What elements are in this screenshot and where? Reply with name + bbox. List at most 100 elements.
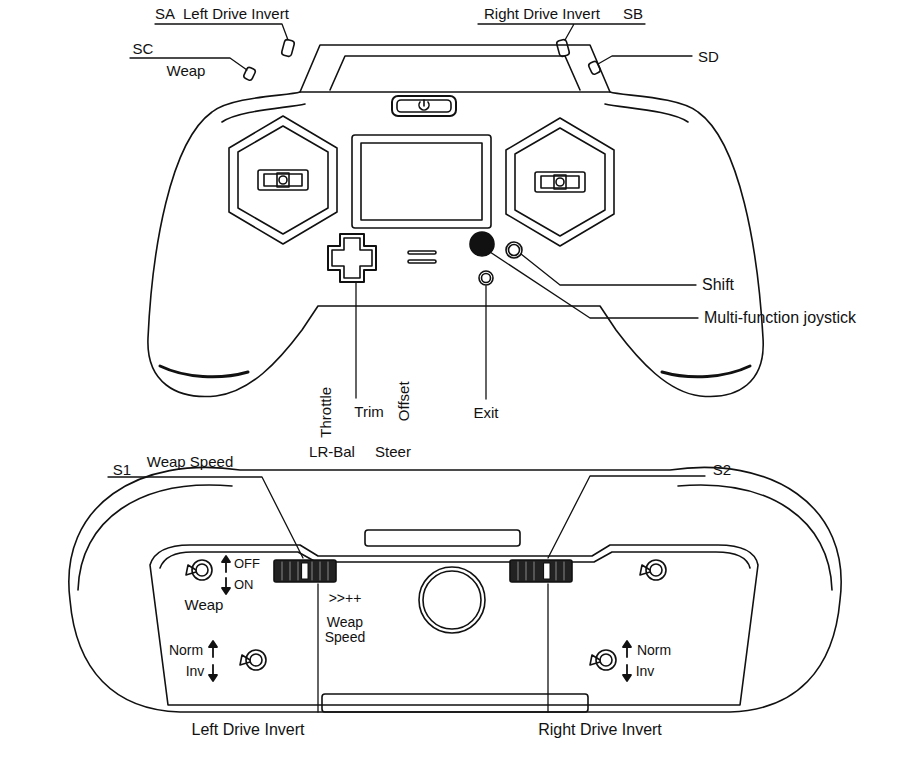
- buttons-part: [509, 245, 520, 256]
- direction-arrows-part: [209, 675, 217, 681]
- part-label: Multi-function joystick: [704, 309, 856, 327]
- buttons: [470, 232, 522, 285]
- scroll-wheels-part: [282, 562, 328, 580]
- controller-body-part: [222, 104, 305, 122]
- screen: [352, 135, 491, 228]
- part-label: S2: [713, 462, 731, 479]
- controller-back-part: [419, 567, 485, 633]
- part-label: Offset: [396, 381, 413, 421]
- screen-part: [361, 143, 482, 220]
- part-label: ON: [234, 578, 254, 592]
- direction-arrows: [209, 556, 631, 681]
- menu-lines-part: [408, 260, 436, 263]
- direction-arrows-part: [222, 556, 230, 562]
- leader-lines-part: [317, 584, 318, 712]
- toggle-switches-part: [600, 654, 612, 666]
- left-stick: [229, 116, 337, 244]
- controller-back-part: [678, 485, 832, 590]
- scroll-wheels-part: [510, 560, 572, 582]
- scroll-wheels-part: [302, 563, 308, 579]
- buttons-part: [479, 271, 493, 285]
- controller-back-part: [423, 571, 481, 629]
- part-label: >>++: [329, 591, 362, 606]
- left-stick-part: [279, 176, 287, 184]
- right-stick-part: [541, 176, 579, 188]
- controller-back: [69, 467, 841, 712]
- right-stick-part: [535, 172, 585, 192]
- leader-lines-part: [547, 584, 548, 712]
- right-stick: [506, 118, 614, 246]
- part-label: OFF: [234, 557, 260, 571]
- leader-lines-part: [521, 254, 696, 285]
- direction-arrows-part: [623, 641, 631, 647]
- part-label: Trim: [354, 404, 383, 421]
- controller-back-part: [69, 467, 841, 712]
- menu-lines: [408, 251, 436, 263]
- screen-part: [352, 135, 491, 228]
- toggle-switches-part: [186, 565, 196, 575]
- part-label: Weap: [167, 63, 206, 80]
- toggle-switches-part: [240, 655, 250, 665]
- right-stick-part: [556, 178, 564, 186]
- power-button-part: [392, 96, 456, 116]
- leader-lines-part: [485, 286, 486, 399]
- scroll-wheels-part: [544, 563, 550, 579]
- part-label: Inv: [186, 664, 205, 679]
- controller-back-part: [150, 545, 758, 705]
- leader-lines-part: [478, 24, 645, 40]
- d-pad-part: [328, 234, 376, 282]
- controller-body-part: [605, 104, 688, 122]
- shoulder-switches: [243, 39, 601, 81]
- toggle-switches-part: [250, 654, 262, 666]
- direction-arrows-part: [209, 641, 217, 647]
- controller-body-part: [160, 366, 248, 377]
- part-label: Weap Speed: [147, 454, 233, 471]
- controller-body-part: [662, 366, 750, 377]
- left-stick-part: [238, 126, 328, 234]
- part-label: Right Drive Invert: [484, 6, 600, 23]
- shoulder-switches-part: [281, 39, 295, 57]
- part-label: SA: [155, 6, 175, 23]
- part-label: Right Drive Invert: [538, 721, 662, 739]
- part-label: LR-Bal: [309, 444, 355, 461]
- left-stick-part: [258, 170, 308, 190]
- right-stick-part: [506, 118, 614, 246]
- scroll-wheels-part: [518, 562, 564, 580]
- leader-lines-part: [155, 24, 288, 40]
- scroll-wheels-part: [274, 560, 336, 582]
- buttons-part: [506, 242, 522, 258]
- part-label: S1: [113, 462, 131, 479]
- menu-lines-part: [408, 251, 436, 254]
- d-pad: [328, 234, 376, 282]
- part-label: Throttle: [318, 387, 335, 438]
- part-label: Left Drive Invert: [192, 721, 305, 739]
- leader-lines: [108, 24, 705, 712]
- power-button: [392, 96, 456, 116]
- controller-back-part: [322, 694, 588, 712]
- part-label: Left Drive Invert: [183, 6, 289, 23]
- part-label: SD: [698, 49, 719, 66]
- controller-body: [148, 45, 763, 397]
- left-stick-part: [229, 116, 337, 244]
- left-stick-part: [264, 174, 302, 186]
- part-label: Inv: [636, 664, 655, 679]
- part-label: Norm: [169, 643, 203, 658]
- part-label: Shift: [702, 276, 734, 294]
- buttons-part: [482, 274, 491, 283]
- direction-arrows-part: [222, 588, 230, 594]
- part-label: Exit: [473, 405, 498, 422]
- leader-lines-part: [355, 283, 356, 398]
- leader-lines-part: [490, 252, 698, 318]
- leader-lines-part: [598, 56, 692, 64]
- power-button-part: [397, 100, 451, 112]
- controller-body-part: [330, 56, 580, 90]
- d-pad-part: [332, 238, 372, 278]
- part-label: Weap Speed: [322, 615, 368, 646]
- right-stick-part: [515, 128, 605, 236]
- toggle-switches-part: [650, 564, 662, 576]
- part-label: Norm: [637, 643, 671, 658]
- controller-back-part: [78, 485, 232, 590]
- right-stick-part: [554, 175, 566, 189]
